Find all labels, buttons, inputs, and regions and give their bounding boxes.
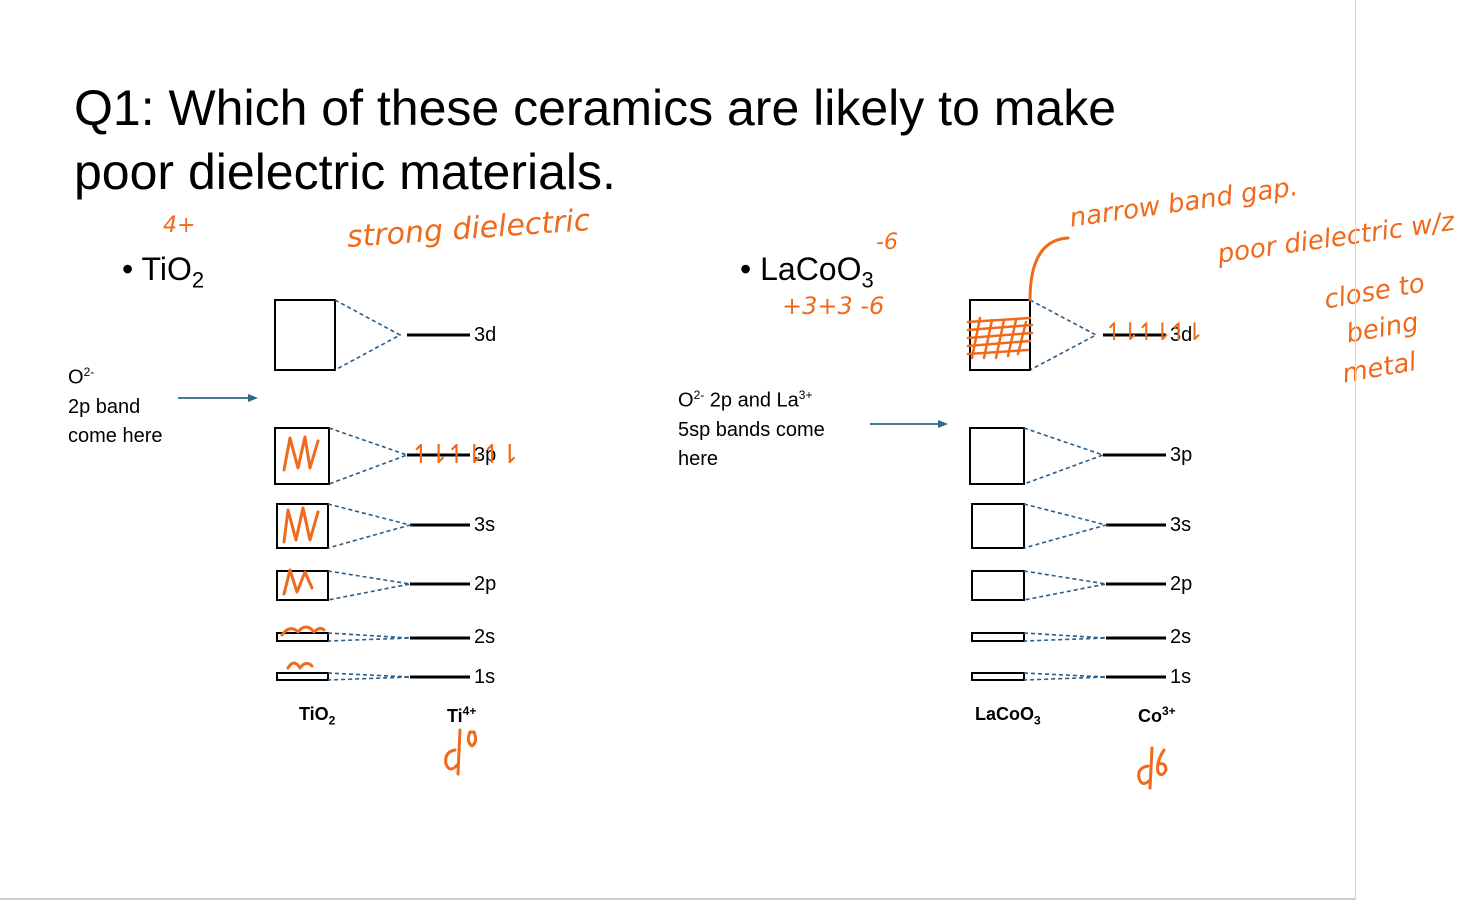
ink-arrows-3p: ↿⇂↿⇂↿⇂ [410, 440, 521, 470]
tio2-fill-scribble-3s [282, 506, 320, 544]
d6-d-stroke [1137, 746, 1154, 790]
ink-charges-lacoo3: +3+3 -6 [782, 292, 885, 320]
lacoo3-arrow-note: O2- 2p and La3+ 5sp bands come here [678, 381, 825, 474]
lacoo3-box-3p [969, 427, 1025, 485]
note2-la-sup: 3+ [798, 388, 813, 402]
tio2-level-2s: 2s [474, 626, 496, 648]
lacoo3-level-lines [1103, 333, 1166, 679]
lacoo3-compound-text: LaCoO [975, 704, 1035, 724]
tio2-level-1s: 1s [474, 666, 496, 688]
bullet-lacoo3: • LaCoO3 [740, 250, 874, 299]
slide-bottom-border [0, 898, 1356, 900]
lacoo3-box-1s [971, 672, 1025, 681]
lacoo3-3d-hatching [966, 316, 1034, 360]
note2-line-3: here [678, 447, 719, 470]
bullet-tio2-text: TiO [141, 251, 192, 287]
tio2-arrow-note: O2- 2p band come here [68, 358, 163, 451]
ti-ion-text: Ti [447, 706, 463, 726]
tio2-box-2s [276, 632, 329, 642]
band-diagram-svg [178, 236, 1168, 790]
note2-o-sup: 2- [693, 388, 705, 402]
lacoo3-dashed-connectors [1023, 299, 1110, 681]
lacoo3-box-3s [971, 503, 1025, 549]
lacoo3-level-3p: 3p [1170, 444, 1193, 466]
tio2-fill-scribble-2s [280, 625, 326, 637]
ink-minus6: -6 [876, 230, 898, 255]
co-ion-sup: 3+ [1162, 704, 1176, 718]
slide-title: Q1: Which of these ceramics are likely t… [74, 80, 1117, 200]
note2-o: O [678, 389, 694, 412]
tio2-fill-scribble-3p [282, 435, 320, 472]
tio2-fill-scribble-2p [282, 568, 314, 596]
note-o-label: O [68, 366, 84, 389]
ink-arrows-3d: ↿⇂↿⇂↿⇂ [1104, 318, 1205, 346]
tio2-compound-sub: 2 [328, 713, 336, 728]
tio2-level-2p: 2p [474, 573, 497, 595]
bullet-lacoo3-text: LaCoO [760, 251, 862, 287]
bullet-tio2: • TiO2 [122, 250, 204, 299]
lacoo3-box-2p [971, 570, 1025, 601]
lacoo3-compound-sub: 3 [1034, 713, 1041, 728]
tio2-compound-text: TiO [299, 704, 329, 724]
note2-line-2: 5sp bands come [678, 418, 825, 441]
bullet-tio2-sub: 2 [191, 267, 205, 293]
lacoo3-level-3d: 3d [1170, 324, 1193, 346]
lacoo3-level-2s: 2s [1170, 626, 1192, 648]
lacoo3-band-boxes [969, 299, 1031, 681]
tio2-level-3p: 3p [474, 444, 497, 466]
lacoo3-level-2p: 2p [1170, 573, 1193, 595]
lacoo3-level-3s: 3s [1170, 514, 1192, 536]
bullet-lacoo3-sub: 3 [861, 267, 874, 293]
d0-zero-stroke [466, 730, 478, 748]
tio2-level-3s: 3s [474, 514, 496, 536]
co-ion-text: Co [1138, 706, 1162, 726]
slide-canvas: Q1: Which of these ceramics are likely t… [68, 80, 1457, 790]
tio2-compound-label: TiO2 [299, 704, 335, 728]
lacoo3-compound-label: LaCoO3 [975, 704, 1041, 728]
lacoo3-box-2s [971, 632, 1025, 642]
d0-d-stroke [444, 728, 462, 776]
note-line-2: 2p band [68, 395, 141, 418]
tio2-box-3d [274, 299, 336, 371]
ti-ion-sup: 4+ [462, 704, 477, 718]
note-o-sup: 2- [83, 365, 95, 379]
d6-six-stroke [1156, 748, 1168, 777]
tio2-level-lines [407, 333, 470, 679]
tio2-dashed-connectors [327, 299, 414, 681]
bullet-dot: • [122, 251, 142, 287]
tio2-box-2p [276, 570, 329, 601]
tio2-box-3p [274, 427, 330, 485]
tio2-box-1s [276, 672, 329, 681]
tio2-level-3d: 3d [474, 324, 497, 346]
handwritten-ink [280, 236, 1168, 790]
slide-right-border [1355, 0, 1356, 898]
arrows [178, 394, 948, 428]
lacoo3-level-1s: 1s [1170, 666, 1192, 688]
note-line-3: come here [68, 424, 163, 447]
lacoo3-box-3d [969, 299, 1031, 371]
tio2-fill-scribble-1s [286, 661, 314, 670]
ti-ion-label: Ti4+ [447, 704, 476, 727]
ink-charge-ti: 4+ [163, 213, 196, 238]
tio2-box-3s [276, 503, 329, 549]
tio2-band-boxes [274, 299, 336, 681]
bullet-dot-2: • [740, 251, 761, 287]
note2-rest: 2p and La [704, 389, 799, 412]
co-ion-label: Co3+ [1138, 704, 1176, 727]
band-gap-pointer [1028, 236, 1070, 302]
